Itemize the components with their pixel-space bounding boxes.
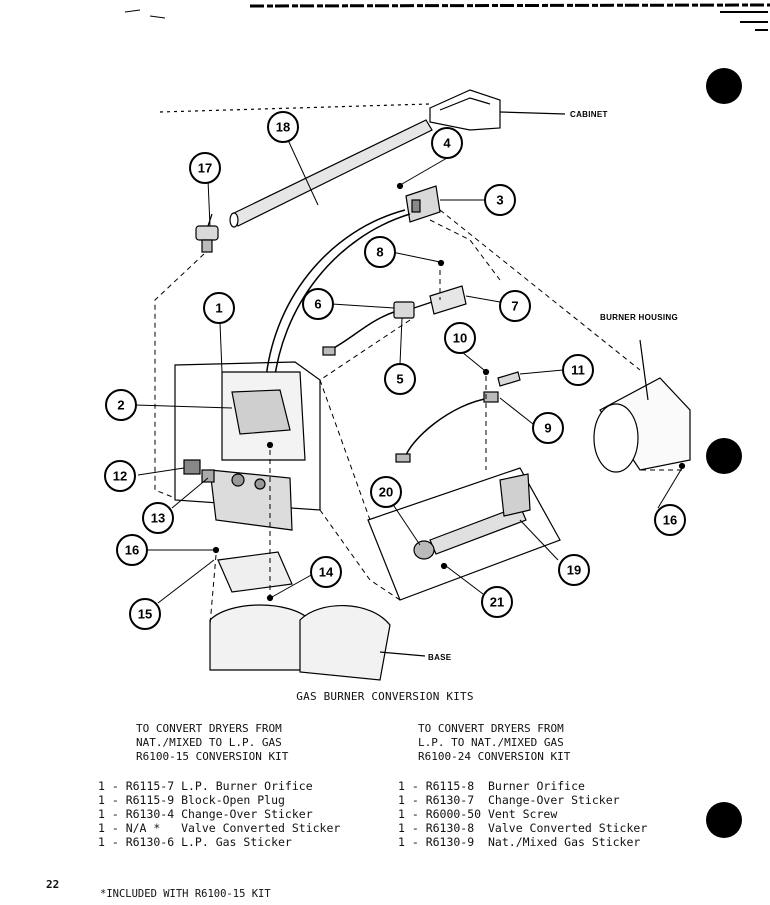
svg-text:14: 14 xyxy=(319,565,334,580)
svg-text:20: 20 xyxy=(379,485,393,500)
svg-text:18: 18 xyxy=(276,120,290,135)
binder-hole-middle xyxy=(706,438,742,474)
callout-11 xyxy=(562,354,594,386)
svg-text:9: 9 xyxy=(544,421,551,436)
list-item: 1 - R6130-6 L.P. Gas Sticker xyxy=(98,835,292,849)
callout-16b xyxy=(654,504,686,536)
callout-14 xyxy=(310,556,342,588)
svg-text:17: 17 xyxy=(198,161,212,176)
svg-text:16: 16 xyxy=(125,543,139,558)
svg-text:1: 1 xyxy=(215,301,222,316)
callout-19 xyxy=(558,554,590,586)
svg-text:16: 16 xyxy=(663,513,677,528)
figure-caption: GAS BURNER CONVERSION KITS xyxy=(296,690,474,703)
list-item: 1 - R6130-7 Change-Over Sticker xyxy=(398,793,620,807)
list-item: 1 - R6000-50 Vent Screw xyxy=(398,807,558,821)
cabinet-part xyxy=(159,89,566,131)
list-item: 1 - R6115-9 Block-Open Plug xyxy=(98,793,285,807)
callout-13 xyxy=(142,502,174,534)
left-kit-parts-list: 1 - R6115-7 L.P. Burner Orifice 1 - R611… xyxy=(98,779,340,849)
page-number: 22 xyxy=(46,878,60,891)
base-part xyxy=(209,604,426,681)
right-kit-parts-list: 1 - R6115-8 Burner Orifice 1 - R6130-7 C… xyxy=(398,779,647,849)
assembly-guide-lines xyxy=(154,209,682,626)
binder-hole-bottom xyxy=(706,802,742,838)
callout-numbers: 1 2 3 4 5 6 7 8 9 10 11 12 13 14 15 16 1… xyxy=(113,120,677,622)
callout-12 xyxy=(104,460,136,492)
svg-text:10: 10 xyxy=(453,331,467,346)
left-kit-heading: TO CONVERT DRYERS FROM NAT./MIXED TO L.P… xyxy=(136,722,289,763)
callout-17 xyxy=(189,152,221,184)
svg-text:2: 2 xyxy=(117,398,124,413)
shutoff-valve-17 xyxy=(195,213,219,253)
cabinet-label: CABINET xyxy=(570,110,608,119)
callout-21 xyxy=(481,586,513,618)
list-item: 1 - R6115-7 L.P. Burner Orifice xyxy=(98,779,313,793)
callout-15 xyxy=(129,598,161,630)
callout-9 xyxy=(532,412,564,444)
plate-7 xyxy=(429,259,467,315)
svg-text:6: 6 xyxy=(314,297,321,312)
list-item: 1 - R6115-8 Burner Orifice xyxy=(398,779,585,793)
callout-1 xyxy=(203,292,235,324)
list-item: 1 - N/A * Valve Converted Sticker xyxy=(98,821,341,835)
burner-tube-assembly xyxy=(367,467,561,601)
burner-rod-18 xyxy=(229,119,433,228)
callout-6 xyxy=(302,288,334,320)
callout-3 xyxy=(484,184,516,216)
svg-text:19: 19 xyxy=(567,563,581,578)
svg-text:12: 12 xyxy=(113,469,127,484)
callout-16a xyxy=(116,534,148,566)
callout-10 xyxy=(444,322,476,354)
scan-top-edge xyxy=(124,3,770,31)
callout-18 xyxy=(267,111,299,143)
callout-8 xyxy=(364,236,396,268)
callout-circles xyxy=(104,111,686,630)
svg-text:11: 11 xyxy=(571,363,585,378)
callout-4 xyxy=(431,127,463,159)
igniter-9-11 xyxy=(395,368,521,463)
svg-text:7: 7 xyxy=(511,299,518,314)
svg-text:4: 4 xyxy=(443,136,451,151)
callout-2 xyxy=(105,389,137,421)
svg-text:21: 21 xyxy=(490,595,504,610)
svg-text:13: 13 xyxy=(151,511,165,526)
list-item: 1 - R6130-9 Nat./Mixed Gas Sticker xyxy=(398,835,641,849)
bracket-3 xyxy=(396,182,441,223)
binder-hole-top xyxy=(706,68,742,104)
callout-20 xyxy=(370,476,402,508)
footnote: *INCLUDED WITH R6100-15 KIT xyxy=(100,888,271,900)
callout-7 xyxy=(499,290,531,322)
callout-5 xyxy=(384,363,416,395)
base-label: BASE xyxy=(428,653,452,662)
wire-harness xyxy=(264,209,411,393)
callout-leaders xyxy=(134,139,683,604)
sensor-5-6 xyxy=(322,299,439,356)
list-item: 1 - R6130-8 Valve Converted Sticker xyxy=(398,821,648,835)
svg-text:8: 8 xyxy=(376,245,383,260)
svg-text:3: 3 xyxy=(496,193,503,208)
burner-housing xyxy=(593,339,691,473)
list-item: 1 - R6130-4 Change-Over Sticker xyxy=(98,807,313,821)
svg-text:15: 15 xyxy=(138,607,152,622)
svg-text:5: 5 xyxy=(396,372,403,387)
burner-housing-label: BURNER HOUSING xyxy=(600,313,678,322)
right-kit-heading: TO CONVERT DRYERS FROM L.P. TO NAT./MIXE… xyxy=(418,722,571,763)
gas-valve-assembly xyxy=(174,361,321,531)
